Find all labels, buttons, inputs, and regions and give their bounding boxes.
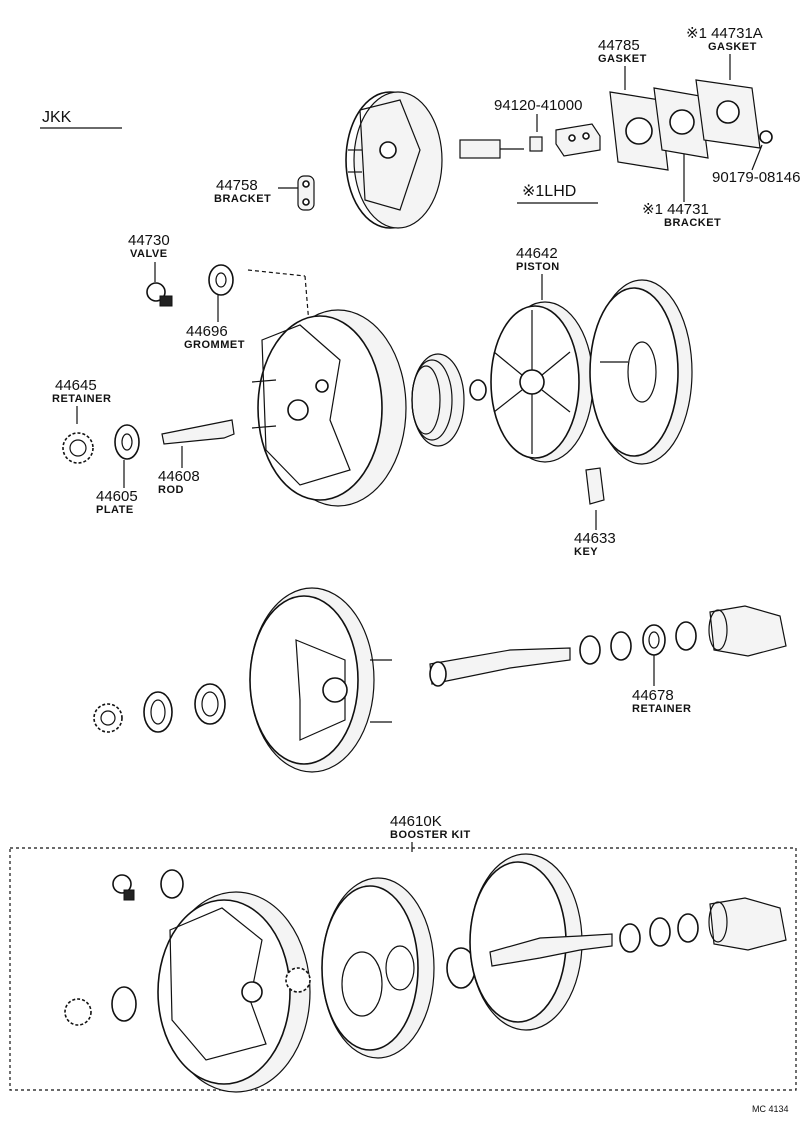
washer-set [579,631,632,665]
bracket-44731 [653,87,709,159]
svg-text:44696: 44696 [186,323,228,340]
plate-44605 [114,424,140,460]
svg-text:RETAINER: RETAINER [52,393,111,405]
svg-text:94120-41000: 94120-41000 [494,97,582,114]
svg-text:BOOSTER KIT: BOOSTER KIT [390,829,471,841]
svg-text:90179-08146: 90179-08146 [712,169,800,186]
svg-text:VALVE: VALVE [130,248,168,260]
piston-44642 [490,301,594,463]
reference-code: MC 4134 [752,1104,789,1114]
label-44731A: ※1 44731A GASKET [686,25,763,53]
svg-text:KEY: KEY [574,546,598,558]
washer-set-2 [675,621,697,651]
svg-text:RETAINER: RETAINER [632,703,691,715]
svg-text:ROD: ROD [158,484,184,496]
gasket-44785 [609,91,669,171]
svg-text:44610K: 44610K [390,813,442,830]
seal-lower-left [143,691,173,733]
rod-44608 [161,419,235,445]
svg-text:BRACKET: BRACKET [664,217,721,229]
svg-text:PISTON: PISTON [516,261,560,273]
label-44610K: 44610K BOOSTER KIT [390,813,471,841]
label-44608: 44608 ROD [158,468,200,496]
label-44633: 44633 KEY [574,530,616,558]
label-44642: 44642 PISTON [516,245,560,273]
svg-text:PLATE: PLATE [96,504,134,516]
label-94120-41000: 94120-41000 [494,97,582,114]
svg-text:44605: 44605 [96,488,138,505]
booster-housing-front [251,309,407,507]
label-90179-08146: 90179-08146 [712,169,800,186]
boot-lower [708,605,787,657]
svg-text:GASKET: GASKET [598,53,647,65]
svg-text:44633: 44633 [574,530,616,547]
seal-lower-left-2 [194,683,226,725]
retainer-44678 [642,624,666,656]
label-44696: 44696 GROMMET [184,323,245,351]
grommet-44696 [208,264,234,296]
svg-text:44645: 44645 [55,377,97,394]
retainer-44645 [62,432,94,464]
valve-body-rod [429,647,571,687]
kit-parts [64,853,787,1093]
booster-top-view [345,91,543,229]
bracket-44758 [297,175,315,211]
label-44730: 44730 VALVE [128,232,170,260]
valve-44730 [146,282,173,307]
gasket-44731A [695,79,761,149]
diaphragm-boot [411,353,465,447]
svg-text:※1 44731: ※1 44731 [642,201,709,218]
svg-text:※1 44731A: ※1 44731A [686,25,763,42]
svg-text:44730: 44730 [128,232,170,249]
model-code: JKK [42,109,72,126]
small-ring [469,379,487,401]
nut-90179 [759,130,773,144]
retainer-lower-left [93,703,123,733]
svg-text:GASKET: GASKET [708,41,757,53]
svg-text:44785: 44785 [598,37,640,54]
label-44645: 44645 RETAINER [52,377,111,405]
booster-shell-middle [249,587,392,773]
svg-text:44608: 44608 [158,468,200,485]
svg-text:GROMMET: GROMMET [184,339,245,351]
label-44758: 44758 BRACKET [214,177,271,205]
label-44678: 44678 RETAINER [632,687,691,715]
label-44785: 44785 GASKET [598,37,647,65]
spacer-block [555,123,601,157]
svg-text:44758: 44758 [216,177,258,194]
svg-text:BRACKET: BRACKET [214,193,271,205]
booster-kit-frame [9,847,797,1091]
label-44731: ※1 44731 BRACKET [642,201,721,229]
key-44633 [585,467,605,505]
svg-text:44678: 44678 [632,687,674,704]
rear-shell [589,279,693,465]
label-44605: 44605 PLATE [96,488,138,516]
variant-label: ※1LHD [522,183,576,200]
svg-text:44642: 44642 [516,245,558,262]
